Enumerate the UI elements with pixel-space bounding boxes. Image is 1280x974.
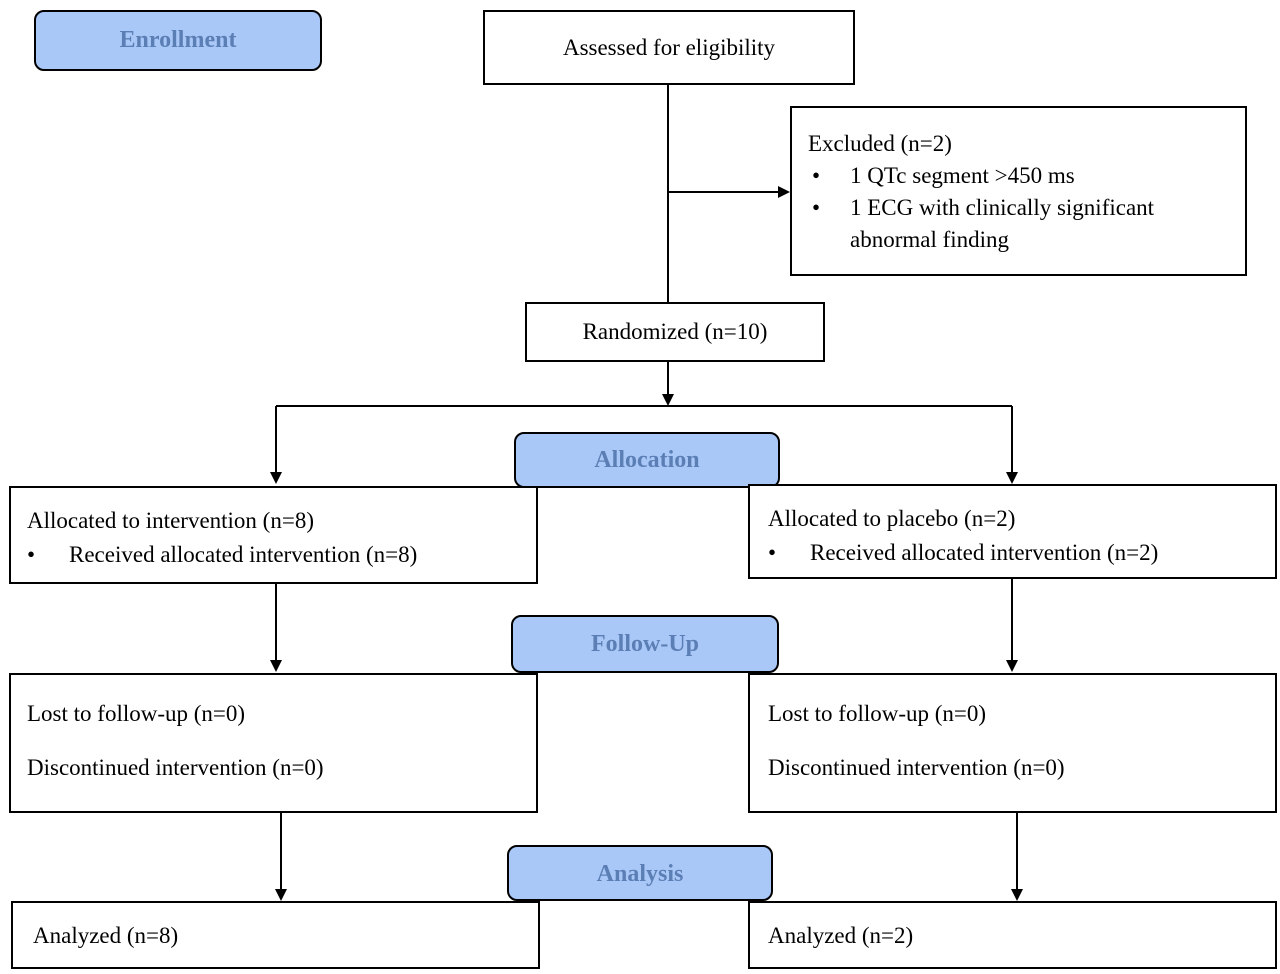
- intervention-allocated-label: Allocated to intervention (n=8): [27, 508, 314, 533]
- randomized-label: Randomized (n=10): [582, 319, 768, 344]
- placebo-lost-label: Lost to follow-up (n=0): [768, 701, 987, 726]
- intervention-analysis-box: Analyzed (n=8): [11, 901, 540, 969]
- bullet-glyph: •: [27, 542, 36, 567]
- excluded-title: Excluded (n=2): [808, 131, 952, 156]
- intervention-analyzed-label: Analyzed (n=8): [33, 923, 179, 948]
- intervention-allocation-box: Allocated to intervention (n=8) • Receiv…: [9, 486, 538, 584]
- intervention-allocated-list: • Received allocated intervention (n=8): [27, 538, 520, 572]
- placebo-allocation-box: Allocated to placebo (n=2) • Received al…: [748, 484, 1277, 579]
- stage-allocation: Allocation: [514, 432, 780, 488]
- intervention-lost-label: Lost to follow-up (n=0): [27, 701, 246, 726]
- randomized-box: Randomized (n=10): [525, 302, 825, 362]
- placebo-discontinued-label: Discontinued intervention (n=0): [768, 755, 1065, 780]
- stage-analysis: Analysis: [507, 845, 773, 901]
- intervention-followup-box: Lost to follow-up (n=0) Discontinued int…: [9, 673, 538, 813]
- placebo-received-item: • Received allocated intervention (n=2): [768, 536, 1259, 570]
- intervention-discontinued-label: Discontinued intervention (n=0): [27, 755, 324, 780]
- stage-enrollment: Enrollment: [34, 10, 322, 71]
- intervention-received-item: • Received allocated intervention (n=8): [27, 538, 520, 572]
- excluded-list: • 1 QTc segment >450 ms • 1 ECG with cli…: [808, 160, 1231, 256]
- excluded-box: Excluded (n=2) • 1 QTc segment >450 ms •…: [790, 106, 1247, 276]
- assessed-box: Assessed for eligibility: [483, 10, 855, 85]
- stage-followup: Follow-Up: [511, 615, 779, 673]
- bullet-glyph: •: [812, 195, 821, 220]
- placebo-followup-box: Lost to follow-up (n=0) Discontinued int…: [748, 673, 1277, 813]
- placebo-analysis-box: Analyzed (n=2): [748, 901, 1277, 969]
- excluded-item: • 1 QTc segment >450 ms: [812, 160, 1231, 192]
- placebo-allocated-list: • Received allocated intervention (n=2): [768, 536, 1259, 570]
- bullet-glyph: •: [812, 163, 821, 188]
- excluded-item: • 1 ECG with clinically significant abno…: [812, 192, 1231, 256]
- placebo-allocated-label: Allocated to placebo (n=2): [768, 506, 1016, 531]
- assessed-label: Assessed for eligibility: [562, 34, 776, 60]
- bullet-glyph: •: [768, 540, 777, 565]
- placebo-analyzed-label: Analyzed (n=2): [768, 923, 914, 948]
